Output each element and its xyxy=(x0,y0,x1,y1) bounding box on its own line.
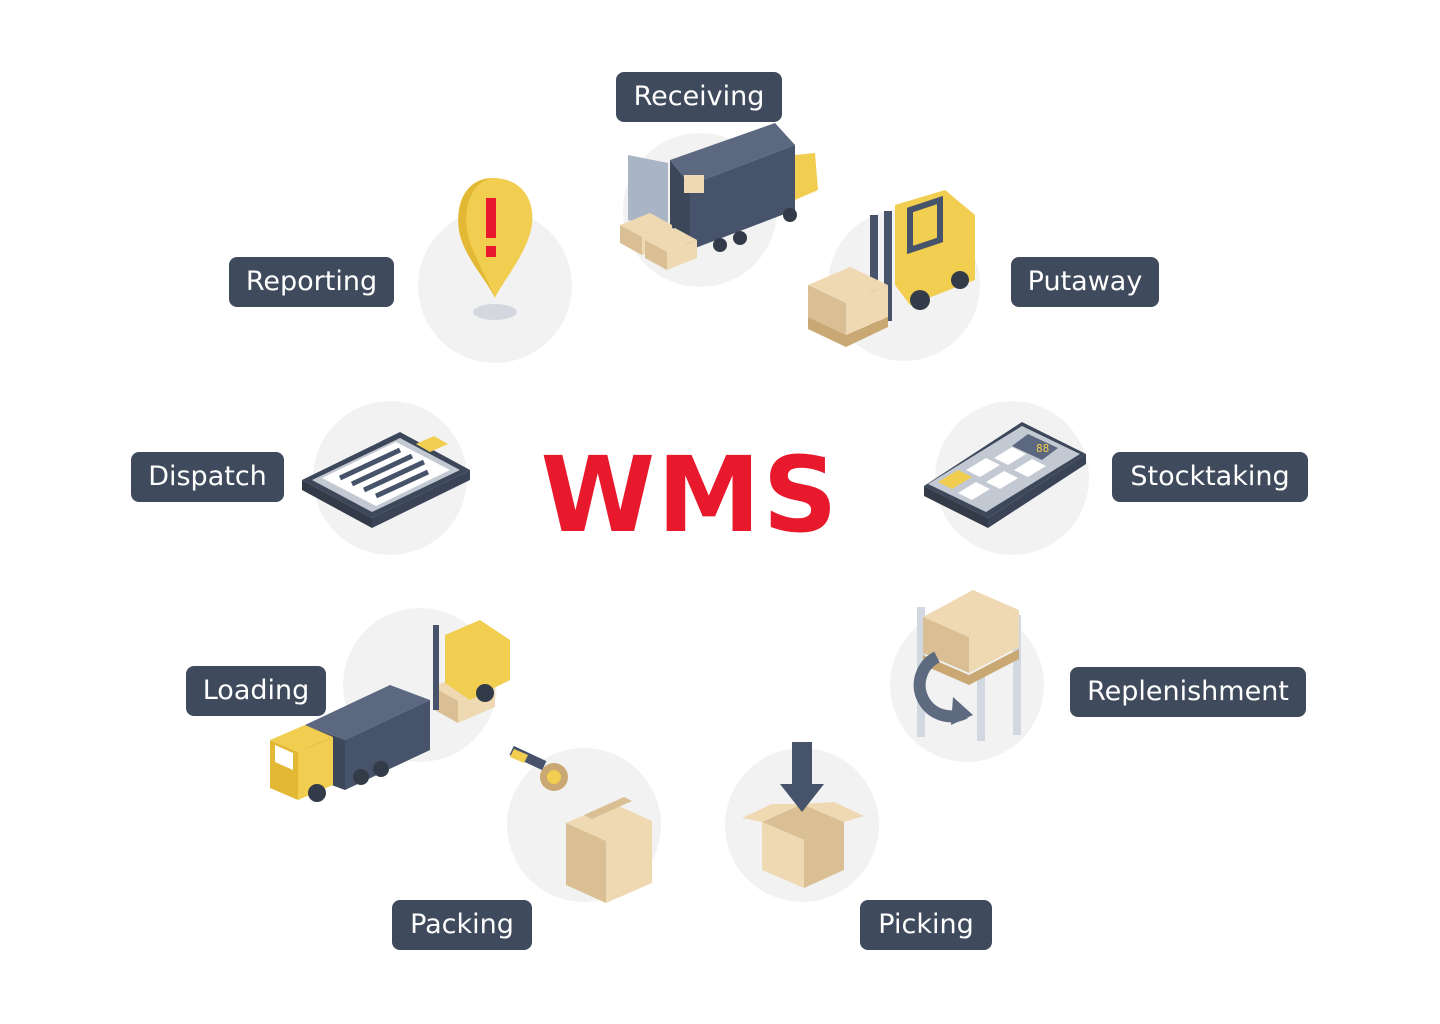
stocktaking-illustration: 88 xyxy=(918,400,1098,560)
alert-pin-icon xyxy=(418,178,572,363)
svg-text:88: 88 xyxy=(1036,442,1049,455)
loading-illustration xyxy=(265,605,525,810)
shelf-refresh-icon xyxy=(890,590,1044,762)
stage-label-receiving: Receiving xyxy=(616,72,782,122)
forklift-pallet-icon xyxy=(808,190,980,361)
stage-label-putaway: Putaway xyxy=(1011,257,1159,307)
calculator-icon: 88 xyxy=(924,401,1089,555)
stage-label-loading: Loading xyxy=(186,666,326,716)
truck-forklift-icon xyxy=(270,608,510,802)
tape-box-icon xyxy=(507,745,661,903)
picking-illustration xyxy=(720,740,890,910)
wms-title: WMS xyxy=(540,434,840,556)
stage-label-replenishment: Replenishment xyxy=(1070,667,1306,717)
stage-label-picking: Picking xyxy=(860,900,992,950)
stage-label-packing: Packing xyxy=(392,900,532,950)
truck-unloading-icon xyxy=(620,123,818,287)
stage-label-stocktaking: Stocktaking xyxy=(1112,452,1308,502)
putaway-illustration xyxy=(800,185,990,365)
packing-illustration xyxy=(500,745,670,915)
receiving-illustration xyxy=(600,115,820,295)
document-tablet-icon xyxy=(302,401,470,555)
stage-label-dispatch: Dispatch xyxy=(131,452,284,502)
reporting-illustration xyxy=(415,172,580,367)
dispatch-illustration xyxy=(300,398,480,558)
stage-label-reporting: Reporting xyxy=(229,257,394,307)
box-arrow-down-icon xyxy=(725,742,879,902)
replenishment-illustration xyxy=(885,575,1055,765)
